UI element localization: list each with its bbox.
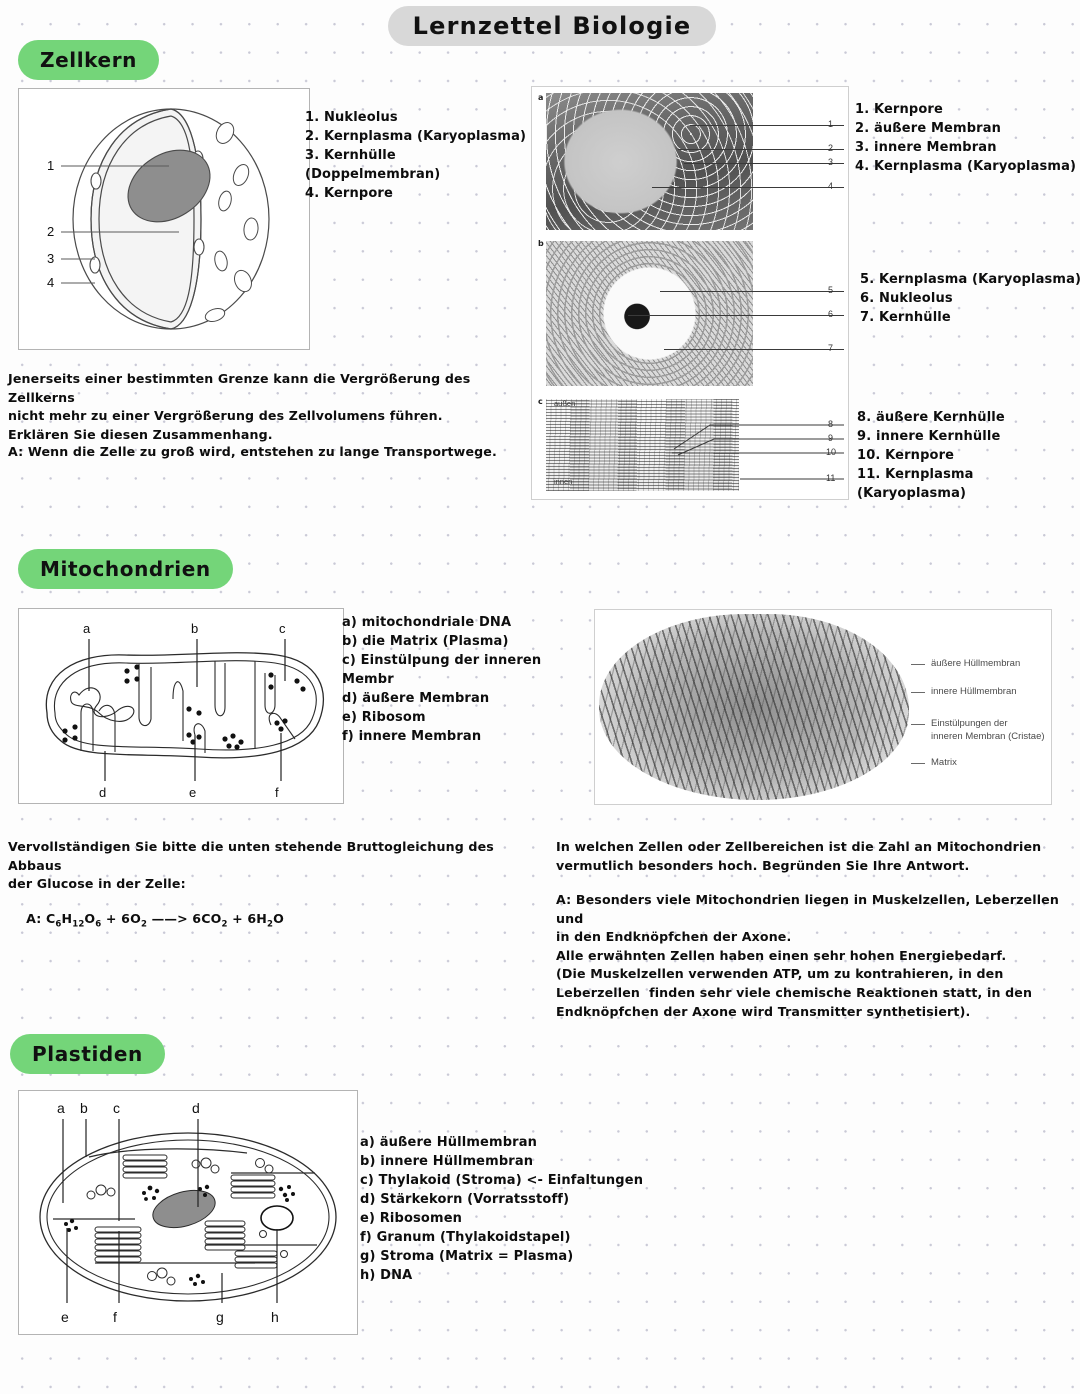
mitochondrien-legend: a) mitochondriale DNA b) die Matrix (Pla… [342, 615, 542, 744]
mitochondrien-diagram-frame: a b c d e f [18, 608, 344, 804]
micrograph-panel-b-image [546, 241, 753, 386]
svg-text:f: f [113, 1309, 117, 1325]
leader-line-2 [678, 149, 844, 150]
zellkern-legend: 1. Nukleolus 2. Kernplasma (Karyoplasma)… [305, 110, 527, 201]
micrograph-number-10: 10 [826, 447, 837, 457]
page-title: Lernzettel Biologie [388, 6, 716, 46]
micrograph-number-5: 5 [828, 285, 834, 295]
micrograph-label-innen: innen [554, 477, 573, 486]
svg-text:b: b [80, 1100, 88, 1116]
svg-text:3: 3 [47, 251, 54, 266]
mitochondrien-question-right: In welchen Zellen oder Zellbereichen ist… [556, 839, 1042, 873]
mitochondrion-schematic: a b c d e f [45, 621, 324, 800]
mitochondrien-micrograph-frame: äußere Hüllmembran innere Hüllmembran Ei… [594, 609, 1052, 805]
zellkern-question: Jenerseits einer bestimmten Grenze kann … [8, 371, 471, 442]
svg-text:1: 1 [47, 158, 54, 173]
plastiden-legend: a) äußere Hüllmembran b) innere Hüllmemb… [360, 1135, 644, 1283]
svg-text:d: d [192, 1100, 200, 1116]
svg-text:4: 4 [47, 275, 54, 290]
zellkern-micrograph-frame: a 1 2 3 4 b 5 6 7 c außen innen 8 9 10 1… [531, 86, 849, 500]
micrograph-panel-c-leaders [672, 424, 844, 480]
micrograph-number-4: 4 [828, 181, 834, 191]
svg-text:e: e [189, 785, 196, 800]
svg-text:a: a [83, 621, 91, 636]
glucose-equation: A: C6H12O6 + 6O2 ——> 6CO2 + 6H2O [26, 910, 284, 930]
micrograph-number-11: 11 [826, 473, 836, 483]
micrograph-number-9: 9 [828, 433, 834, 443]
mito-leader-2 [911, 692, 925, 693]
mitochondrion-micrograph-image [599, 614, 909, 800]
zellkern-micrograph-b-legend: 5. Kernplasma (Karyoplasma) 6. Nukleolus… [860, 272, 1080, 325]
chloroplast-schematic: a b c d e f g h [39, 1100, 337, 1325]
mito-label-innere-huellmembran: innere Hüllmembran [931, 686, 1017, 697]
mito-leader-1 [911, 664, 925, 665]
leader-line-4 [652, 187, 844, 188]
micrograph-panel-c-image [546, 399, 739, 491]
leader-line-3 [684, 163, 844, 164]
micrograph-number-7: 7 [828, 343, 834, 353]
svg-text:c: c [113, 1100, 120, 1116]
mito-leader-4 [911, 763, 925, 764]
micrograph-panel-b-letter: b [538, 239, 544, 248]
svg-text:e: e [61, 1309, 69, 1325]
section-heading-zellkern: Zellkern [18, 40, 160, 80]
mito-label-aussere-huellmembran: äußere Hüllmembran [931, 658, 1021, 669]
micrograph-label-aussen: außen [554, 399, 576, 408]
micrograph-number-3: 3 [828, 157, 834, 167]
micrograph-number-2: 2 [828, 143, 834, 153]
section-heading-plastiden-label: Plastiden [32, 1042, 143, 1066]
micrograph-panel-c-letter: c [538, 397, 543, 406]
zellkern-micrograph-a-legend: 1. Kernpore 2. äußere Membran 3. innere … [855, 102, 1077, 174]
section-heading-plastiden: Plastiden [10, 1034, 165, 1074]
micrograph-panel-a-letter: a [538, 93, 544, 102]
leader-line-1 [690, 125, 844, 126]
plastiden-diagram-frame: a b c d e f g h [18, 1090, 358, 1335]
section-heading-mitochondrien-label: Mitochondrien [40, 557, 211, 581]
zellkern-diagram-frame: 1 2 3 4 [18, 88, 310, 350]
mitochondrien-answer-right: A: Besonders viele Mitochondrien liegen … [556, 892, 1059, 1019]
micrograph-panel-a-image [546, 93, 753, 230]
svg-text:c: c [279, 621, 286, 636]
micrograph-number-1: 1 [828, 119, 834, 129]
mito-label-cristae: Einstülpungen der inneren Membran (Crist… [931, 718, 1045, 742]
mitochondrien-question-left: Vervollständigen Sie bitte die unten ste… [8, 839, 494, 892]
zellkern-micrograph-c-legend: 8. äußere Kernhülle 9. innere Kernhülle … [857, 410, 1005, 501]
leader-line-6 [628, 315, 844, 316]
micrograph-number-8: 8 [828, 419, 834, 429]
section-heading-mitochondrien: Mitochondrien [18, 549, 233, 589]
svg-text:b: b [191, 621, 198, 636]
leader-line-7 [664, 349, 844, 350]
svg-text:f: f [275, 785, 279, 800]
micrograph-number-6: 6 [828, 309, 834, 319]
zellkern-answer: A: Wenn die Zelle zu groß wird, entstehe… [8, 444, 497, 459]
svg-text:a: a [57, 1100, 65, 1116]
svg-text:d: d [99, 785, 106, 800]
svg-text:h: h [271, 1309, 279, 1325]
svg-text:g: g [216, 1309, 224, 1325]
page-title-text: Lernzettel Biologie [412, 12, 692, 40]
section-heading-zellkern-label: Zellkern [40, 48, 138, 72]
zellkern-schematic: 1 2 3 4 [47, 108, 270, 330]
mitochondrien-answer-left: A: C6H12O6 + 6O2 ——> 6CO2 + 6H2O [8, 891, 408, 952]
svg-text:2: 2 [47, 224, 54, 239]
leader-line-5 [660, 291, 844, 292]
mito-leader-3 [911, 724, 925, 725]
mito-label-matrix: Matrix [931, 757, 957, 768]
